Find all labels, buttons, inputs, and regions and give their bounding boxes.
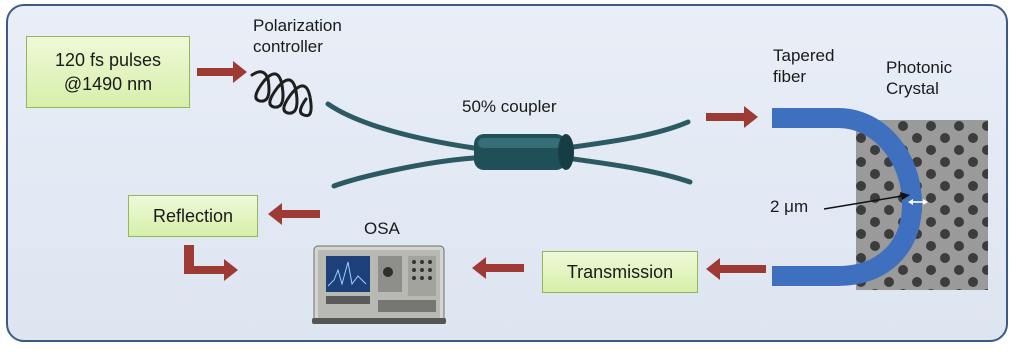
tapered-fiber-label: Tapered fiber [773,46,835,86]
arrow-source-to-controller [197,61,247,83]
reflection-fiber [331,155,477,189]
source-pulses-box: 120 fs pulses @1490 nm [26,36,190,108]
arrow-reflection-to-osa [184,245,238,281]
polarization-controller-label: Polarization controller [253,16,342,56]
photonic-crystal-label: Photonic Crystal [886,58,953,98]
osa-instrument [312,245,446,324]
transmission-box: Transmission [542,251,698,293]
reflection-box: Reflection [128,195,258,237]
arrow-taper-to-transmission [706,258,766,280]
output-fiber-upper [563,119,691,151]
input-fiber [325,101,477,151]
gap-size-label: 2 μm [770,197,809,216]
arrow-transmission-to-osa [472,257,524,279]
polarization-coil [250,70,313,118]
arrow-coupler-to-taper [706,106,758,128]
osa-screen [326,256,370,292]
arrow-to-reflection-box [268,203,320,225]
output-fiber-lower [563,155,693,185]
coupler-body [474,134,574,170]
gap-marker [823,192,928,210]
osa-label: OSA [364,219,400,238]
coupler-label: 50% coupler [462,97,557,116]
